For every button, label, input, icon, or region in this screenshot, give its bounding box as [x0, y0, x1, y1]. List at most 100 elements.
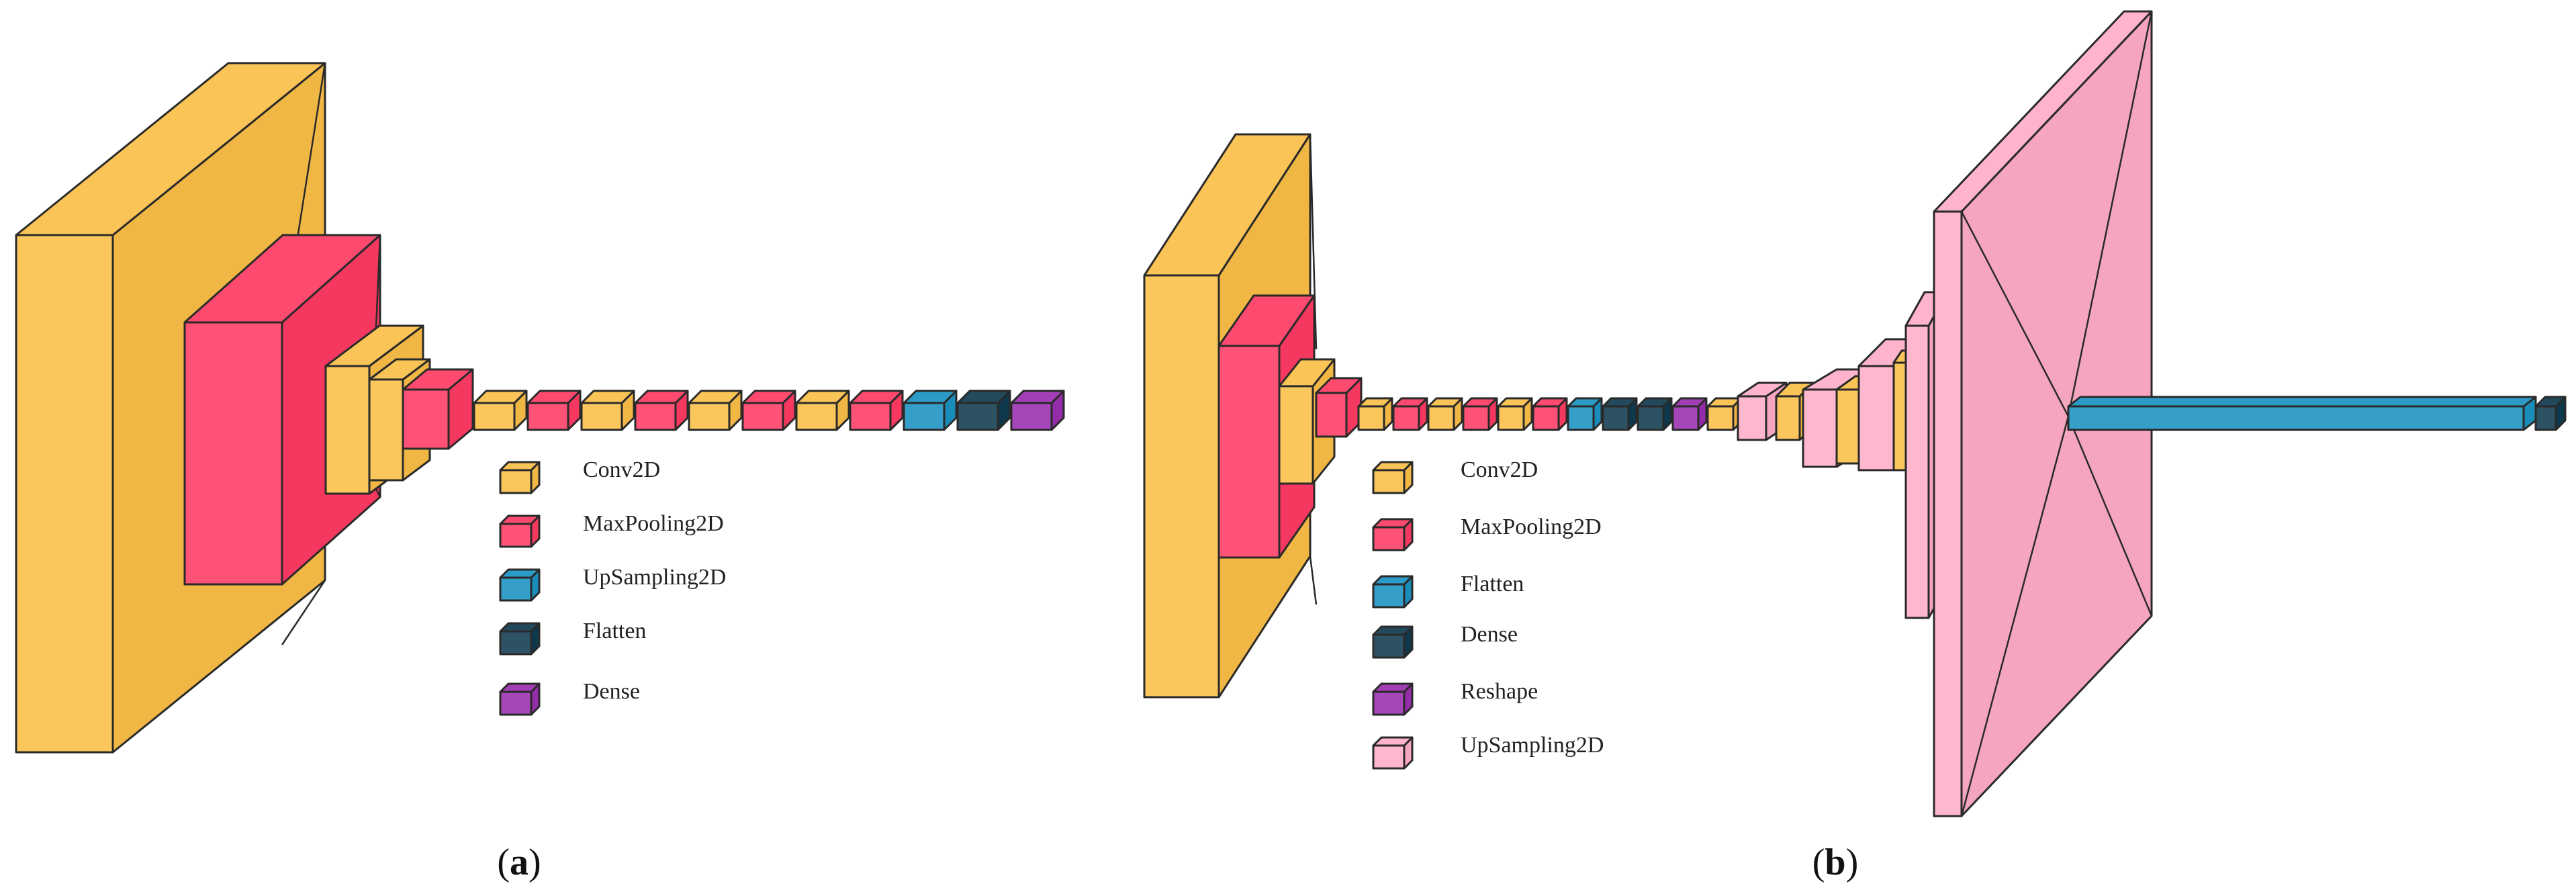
legend-a-flatten-cube-top-face — [499, 622, 541, 633]
perspective-edge — [1960, 211, 2070, 417]
b-layer-conv2d-8 — [1497, 397, 1533, 431]
b-layer-conv2d-14 — [1706, 397, 1743, 431]
a-layer-conv2d-11 — [795, 390, 850, 431]
legend-b-maxpooling2d-label: MaxPooling2D — [1461, 514, 1602, 539]
a-layer-maxpooling2d-8 — [634, 390, 689, 431]
b-layer-maxpooling2d-9 — [1532, 397, 1568, 431]
legend-a-flatten-cube-front-face — [499, 630, 533, 656]
b-layer-conv2d-4-front-face — [1357, 405, 1385, 431]
legend-b-upsampling2d-cube — [1372, 736, 1414, 770]
panel-b-caption-letter: b — [1825, 842, 1845, 883]
a-layer-maxpooling2d-6-front-face — [526, 402, 569, 431]
b-layer-conv2d-2-front-face — [1278, 385, 1314, 485]
perspective-edge — [2067, 11, 2153, 417]
b-layer-flatten-bar — [2067, 396, 2537, 431]
panel-a-legend: Conv2DMaxPooling2DUpSampling2DFlattenDen… — [499, 457, 726, 716]
b-layer-conv2d-decoder-1-front-face — [1775, 395, 1801, 441]
legend-b-flatten-label: Flatten — [1461, 572, 1524, 596]
a-layer-upsampling2d_a-13 — [903, 390, 958, 431]
legend-a-conv2d-cube-top-face — [499, 461, 541, 472]
b-layer-maxpooling2d-2 — [1315, 377, 1363, 438]
a-layer-conv2d-11-front-face — [795, 402, 838, 431]
a-layer-conv2d-7 — [580, 390, 635, 431]
legend-b-conv2d-cube-front-face — [1372, 469, 1406, 494]
b-layer-flatten-bar-top-face — [2067, 396, 2537, 408]
legend-a-flatten-cube — [499, 622, 541, 656]
perspective-edge — [1960, 416, 2070, 817]
b-layer-flatten-11 — [1602, 397, 1638, 431]
legend-a-conv2d-cube-front-face — [499, 469, 533, 494]
a-layer-maxpooling2d-12 — [849, 390, 904, 431]
legend-b-dense-cube-front-face — [1372, 633, 1406, 659]
b-layer-dense-final — [2534, 396, 2567, 431]
a-layer-conv2d-2-front-face — [324, 365, 371, 495]
legend-a-upsampling2d-cube — [499, 568, 541, 602]
legend-a-conv2d-cube — [499, 461, 541, 494]
b-layer-reshape-13-front-face — [1671, 405, 1700, 431]
a-layer-conv2d-5-front-face — [473, 402, 516, 431]
legend-b-upsampling2d-cube-top-face — [1372, 736, 1414, 747]
perspective-edge — [1309, 555, 1318, 605]
panel-a-caption-open: ( — [497, 842, 510, 883]
legend-b-conv2d-label: Conv2D — [1461, 457, 1538, 482]
panel-b-caption: (b) — [1812, 842, 1858, 883]
legend-b-conv2d-cube-top-face — [1372, 461, 1414, 472]
legend-a-maxpooling2d-cube-top-face — [499, 514, 541, 525]
b-layer-flatten-12-front-face — [1637, 405, 1665, 431]
legend-b-upsampling2d-cube-front-face — [1372, 744, 1406, 770]
a-layer-maxpooling2d-1 — [183, 234, 381, 586]
legend-a-dense-cube-front-face — [499, 690, 533, 716]
b-layer-flatten-bar-front-face — [2067, 405, 2525, 431]
panel-a-caption-letter: a — [510, 842, 528, 883]
panel-a-layer-stack — [15, 62, 1065, 754]
legend-b-dense-label: Dense — [1461, 622, 1518, 647]
legend-b-reshape-cube-front-face — [1372, 690, 1406, 716]
b-layer-conv2d-6 — [1427, 397, 1463, 431]
panel-a-caption-close: ) — [528, 842, 541, 883]
a-layer-conv2d-1-front-face — [15, 234, 114, 754]
b-layer-maxpooling2d-5-front-face — [1392, 405, 1420, 431]
panel-a: Conv2DMaxPooling2DUpSampling2DFlattenDen… — [15, 62, 1065, 883]
legend-b-reshape-cube — [1372, 682, 1414, 716]
panel-b-legend: Conv2DMaxPooling2DFlattenDenseReshapeUpS… — [1372, 457, 1604, 770]
b-layer-conv2d-14-front-face — [1706, 405, 1735, 431]
b-layer-maxpooling2d-5 — [1392, 397, 1428, 431]
b-layer-upsampling2d_a-10 — [1567, 397, 1603, 431]
legend-b-conv2d-cube — [1372, 461, 1414, 494]
a-layer-conv2d-5 — [473, 390, 528, 431]
legend-a-dense-label: Dense — [583, 679, 640, 704]
b-layer-conv2d-4 — [1357, 397, 1393, 431]
panel-b-caption-open: ( — [1812, 842, 1825, 883]
b-layer-upsampling2d_a-10-front-face — [1567, 405, 1595, 431]
a-layer-flatten-14 — [956, 390, 1011, 431]
b-layer-conv2d-1-front-face — [1143, 274, 1220, 699]
legend-b-flatten-cube-front-face — [1372, 583, 1406, 609]
legend-b-dense-cube — [1372, 625, 1414, 659]
a-layer-dense-15-front-face — [1010, 402, 1053, 431]
legend-a-upsampling2d-label: UpSampling2D — [583, 565, 726, 590]
b-layer-conv2d-8-front-face — [1497, 405, 1525, 431]
b-layer-maxpooling2d-7-front-face — [1462, 405, 1490, 431]
panel-a-caption: (a) — [497, 842, 541, 883]
a-layer-flatten-14-front-face — [956, 402, 999, 431]
a-layer-maxpooling2d-6 — [526, 390, 582, 431]
b-layer-maxpooling2d-2-front-face — [1315, 392, 1348, 438]
panel-b: Conv2DMaxPooling2DFlattenDenseReshapeUpS… — [1143, 10, 2567, 883]
legend-b-flatten-cube-top-face — [1372, 575, 1414, 586]
a-layer-maxpooling2d-2-front-face — [402, 388, 450, 450]
b-layer-conv2d-6-front-face — [1427, 405, 1455, 431]
legend-b-dense-cube-top-face — [1372, 625, 1414, 636]
a-layer-maxpooling2d-10 — [741, 390, 796, 431]
b-layer-conv2d-decoder-3-front-face — [1892, 361, 1907, 472]
legend-a-maxpooling2d-label: MaxPooling2D — [583, 511, 724, 536]
a-layer-conv2d-7-front-face — [580, 402, 623, 431]
legend-b-reshape-cube-top-face — [1372, 682, 1414, 693]
a-layer-upsampling2d_a-13-front-face — [903, 402, 946, 431]
a-layer-conv2d-9 — [688, 390, 743, 431]
panel-b-caption-close: ) — [1846, 842, 1859, 883]
b-layer-maxpooling2d-7 — [1462, 397, 1498, 431]
legend-b-maxpooling2d-cube-front-face — [1372, 526, 1406, 551]
b-layer-maxpooling2d-1-front-face — [1217, 345, 1281, 559]
legend-b-flatten-cube — [1372, 575, 1414, 609]
